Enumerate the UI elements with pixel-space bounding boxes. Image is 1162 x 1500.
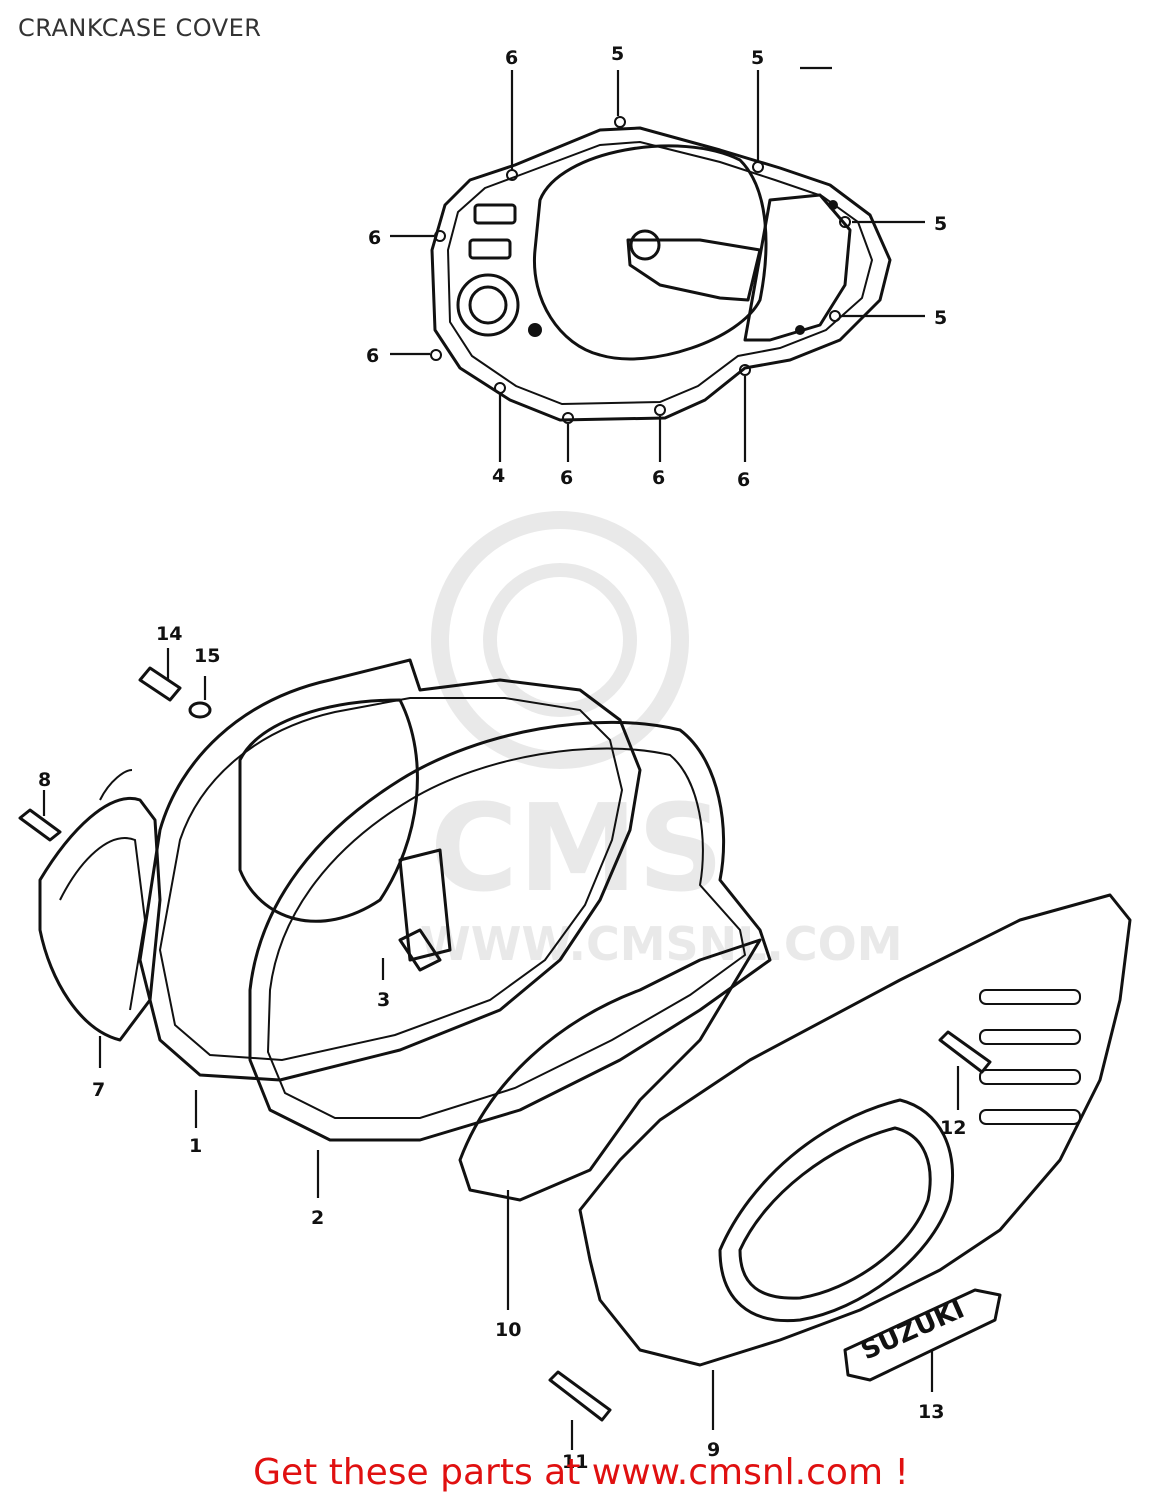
- callout-label: 3: [377, 989, 390, 1011]
- watermark: CMS WWW.CMSNL.COM: [420, 511, 903, 971]
- callout-label: 12: [940, 1117, 966, 1139]
- part-3-dowel: [398, 928, 442, 972]
- callout-label: 9: [707, 1439, 720, 1461]
- callout-label: 1: [189, 1135, 202, 1157]
- part-7-cover: [38, 797, 162, 1042]
- callout-label: 13: [918, 1401, 944, 1423]
- callout-label: 7: [92, 1079, 105, 1101]
- callout-label: 6: [560, 467, 573, 489]
- bottom-exploded-diagram: SUZUKI: [18, 648, 1132, 1450]
- callout-label: 5: [934, 307, 947, 329]
- part-15-washer: [188, 701, 212, 719]
- part-14-bolt: [138, 666, 182, 702]
- callout-label: 5: [611, 43, 624, 65]
- part-12-bolt: [938, 1030, 992, 1074]
- footer-cta-link[interactable]: Get these parts at www.cmsnl.com !: [253, 1452, 909, 1493]
- suzuki-emblem-text: SUZUKI: [857, 1294, 969, 1366]
- watermark-url-text: WWW.CMSNL.COM: [420, 917, 903, 971]
- callout-labels: 6 5 5 5 5 6 6 4 6 6 6 14 15 8 7 1 2 3 10…: [38, 43, 966, 1473]
- callout-label: 5: [934, 213, 947, 235]
- callout-label: 6: [366, 345, 379, 367]
- callout-label: 5: [751, 47, 764, 69]
- callout-label: 10: [495, 1319, 521, 1341]
- callout-label: 2: [311, 1207, 324, 1229]
- callout-label: 6: [505, 47, 518, 69]
- watermark-logo-text: CMS: [430, 780, 724, 919]
- callout-label: 4: [492, 465, 505, 487]
- callout-label: 6: [368, 227, 381, 249]
- callout-label: 6: [652, 467, 665, 489]
- callout-label: 6: [737, 469, 750, 491]
- page-title: CRANKCASE COVER: [18, 14, 262, 42]
- top-cover-diagram: [390, 66, 925, 462]
- part-8-bolt: [18, 808, 62, 842]
- part-2-gasket: [248, 720, 772, 1142]
- callout-label: 8: [38, 769, 51, 791]
- callout-label: 15: [194, 645, 220, 667]
- callout-label: 14: [156, 623, 182, 645]
- part-11-bolt: [548, 1370, 612, 1422]
- part-10-gasket: [458, 938, 762, 1202]
- top-cover-outline: [430, 126, 892, 422]
- callout-label: 11: [562, 1451, 588, 1473]
- part-13-emblem: [843, 1288, 1002, 1382]
- part-1-crankcase-cover: [138, 658, 642, 1082]
